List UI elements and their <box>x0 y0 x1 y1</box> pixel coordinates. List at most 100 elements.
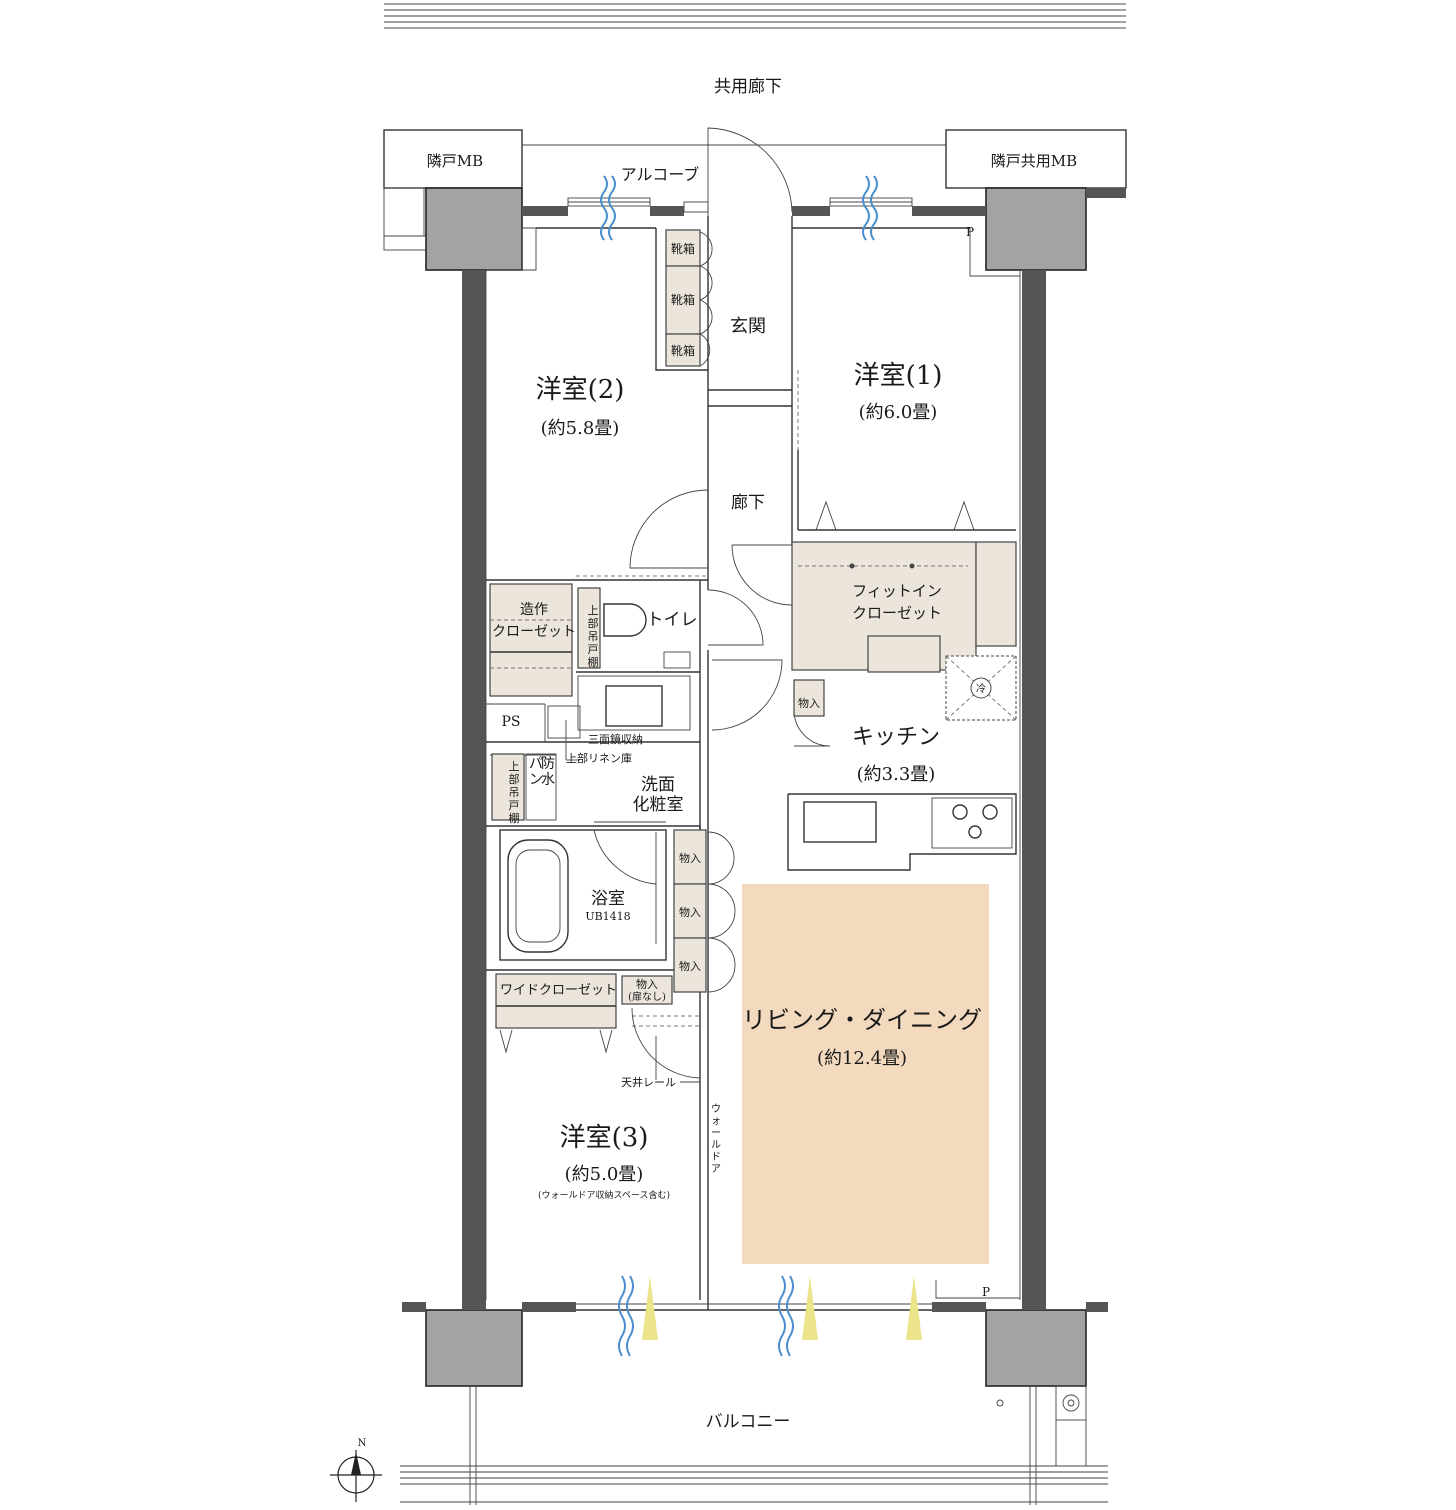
svg-text:クローゼット: クローゼット <box>492 624 576 640</box>
vertical-char: 吊 <box>588 630 599 643</box>
room3-name: 洋室(3) <box>560 1123 649 1153</box>
stove <box>931 797 1013 849</box>
ceiling-rail-label: 天井レール <box>621 1075 676 1089</box>
column-bottom-right <box>985 1309 1087 1387</box>
shoe-box-label-2: 靴箱 <box>671 292 695 307</box>
room3-area: (約5.0畳) <box>565 1164 644 1185</box>
room2-area: (約5.8畳) <box>541 418 620 439</box>
balcony-railing <box>400 1386 1108 1505</box>
storage-label-3: 物入 <box>679 959 701 973</box>
shoe-box-2 <box>665 265 701 335</box>
fit-in-closet-label: フィットイン クローゼット <box>852 582 942 622</box>
room1-area: (約6.0畳) <box>859 402 938 423</box>
ldk-name: リビング・ダイニング <box>742 1006 982 1034</box>
kitchen-name: キッチン <box>852 725 940 750</box>
bath-label: 浴室 <box>591 889 625 909</box>
wide-closet-label: ワイドクローゼット <box>500 983 617 998</box>
vertical-char: ォ <box>711 1116 721 1127</box>
vertical-char: 棚 <box>509 811 520 825</box>
vertical-char: 上 <box>509 760 520 773</box>
shoe-box-label-3: 靴箱 <box>671 343 695 358</box>
wall-door-label: ウォールドア <box>711 1103 721 1175</box>
custom-closet <box>489 583 573 697</box>
room2-name: 洋室(2) <box>536 375 625 405</box>
corridor-label: 共用廊下 <box>714 77 782 97</box>
corridor-railing <box>384 3 1126 29</box>
balcony-label: バルコニー <box>706 1412 791 1432</box>
washroom-label: 洗面 化粧室 <box>633 775 684 815</box>
custom-closet-label: 造作 クローゼット <box>492 602 576 640</box>
sink <box>803 801 877 843</box>
mb-left-label: 隣戸MB <box>427 152 483 170</box>
vertical-char: 棚 <box>588 655 599 669</box>
svg-text:物入: 物入 <box>636 977 658 991</box>
wall-right <box>1022 270 1046 1310</box>
storage-1 <box>673 829 707 885</box>
vertical-char: 防 <box>541 756 555 772</box>
vertical-char: パ <box>529 756 543 772</box>
vertical-char: ア <box>711 1164 721 1175</box>
toilet-label: トイレ <box>647 610 698 630</box>
bath-unit <box>499 829 667 961</box>
room3-note: (ウォールドア収納スペース含む) <box>538 1189 670 1201</box>
kitchen-counter <box>787 793 1017 871</box>
svg-text:洗面: 洗面 <box>641 775 675 795</box>
fridge-label: 冷 <box>976 682 986 695</box>
ventilation-arrows <box>600 175 878 1357</box>
vertical-char: 戸 <box>509 799 520 812</box>
bathtub <box>507 839 569 953</box>
storage-3 <box>673 937 707 993</box>
waterproof-pan <box>525 753 557 821</box>
svg-text:(扉なし): (扉なし) <box>628 990 666 1003</box>
entrance-door <box>707 127 793 216</box>
ps-label: PS <box>501 714 520 730</box>
vertical-char: ー <box>711 1128 721 1139</box>
svg-text:フィットイン: フィットイン <box>852 582 942 600</box>
mb-right-label: 隣戸共用MB <box>991 152 1077 170</box>
wall-left <box>462 270 486 1310</box>
linen-label: 上部リネン庫 <box>566 751 632 765</box>
svg-text:造作: 造作 <box>520 602 548 618</box>
svg-text:クローゼット: クローゼット <box>852 604 942 622</box>
triple-mirror-label: 三面鏡収納 <box>588 732 643 746</box>
compass-icon <box>330 1450 382 1502</box>
vertical-char: ン <box>529 772 543 788</box>
storage-no-door-label: 物入 (扉なし) <box>628 977 666 1003</box>
svg-text:化粧室: 化粧室 <box>633 795 684 815</box>
entrance-label: 玄関 <box>730 316 766 337</box>
pipe-label-bottom: P <box>982 1285 990 1299</box>
kitchen-area: (約3.3畳) <box>857 764 936 785</box>
vertical-char: ル <box>711 1140 721 1151</box>
column-top-left <box>425 187 523 271</box>
kitchen-storage-label: 物入 <box>798 696 820 710</box>
wide-closet <box>495 973 617 1029</box>
north-label: N <box>358 1438 367 1449</box>
hallway-label: 廊下 <box>731 493 765 513</box>
ldk-area: (約12.4畳) <box>817 1048 907 1069</box>
vertical-char: 部 <box>588 616 599 630</box>
ldk-highlight <box>742 884 989 1264</box>
shoe-box-label-1: 靴箱 <box>671 241 695 256</box>
vertical-char: ウ <box>711 1103 721 1115</box>
room1-name: 洋室(1) <box>854 361 943 391</box>
shoe-box-3 <box>665 333 701 367</box>
vertical-char: 部 <box>509 772 520 786</box>
storage-2 <box>673 883 707 939</box>
vertical-char: 吊 <box>509 786 520 799</box>
toilet-bowl <box>603 603 647 637</box>
alcove-label: アルコーブ <box>621 165 700 184</box>
bath-unit-label: UB1418 <box>585 910 630 923</box>
vertical-char: 戸 <box>588 643 599 656</box>
storage-label-2: 物入 <box>679 905 701 919</box>
toilet-upper-cabinet <box>577 587 601 669</box>
vertical-char: 上 <box>588 604 599 617</box>
upper-cabinet-2 <box>491 753 525 821</box>
pipe-label-top: P <box>966 225 974 239</box>
storage-no-door <box>621 975 673 1005</box>
kitchen-storage <box>793 679 825 717</box>
sunlight-marks <box>642 1276 922 1340</box>
